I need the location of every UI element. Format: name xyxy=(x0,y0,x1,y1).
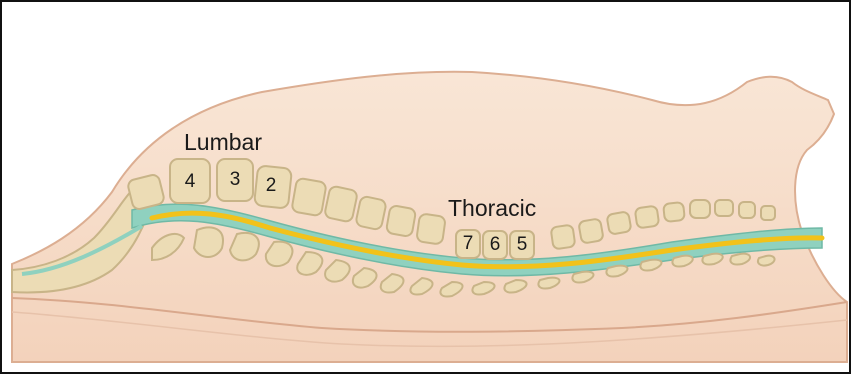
thoracic-label: Thoracic xyxy=(448,195,536,221)
lumbar-label: Lumbar xyxy=(184,129,262,155)
vertebra-number-t6: 6 xyxy=(490,234,501,255)
vertebra-number-t5: 5 xyxy=(517,234,528,255)
vertebra-number-l3: 3 xyxy=(230,169,241,190)
vertebra-number-l2: 2 xyxy=(266,175,277,196)
vertebra-number-l4: 4 xyxy=(185,171,196,192)
vertebra-number-t7: 7 xyxy=(463,233,474,254)
